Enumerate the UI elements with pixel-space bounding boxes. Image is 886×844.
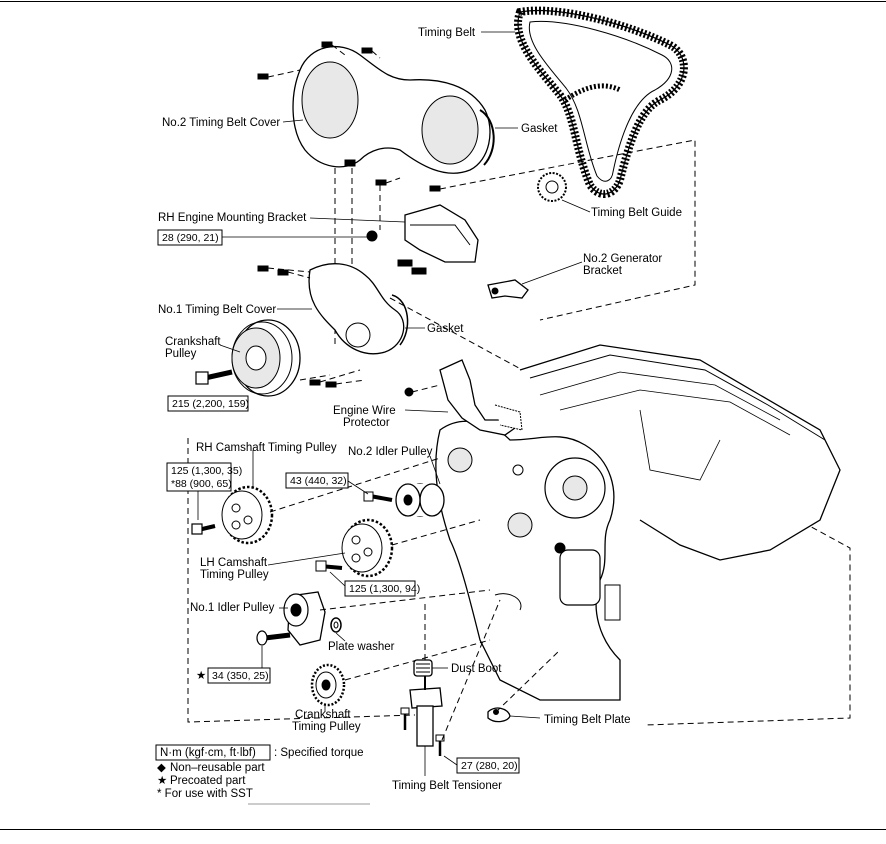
torque-125a-line1: 125 (1,300, 35)	[171, 465, 242, 477]
label-crankshaft-timing-pulley-l1: Crankshaft	[295, 709, 351, 721]
torque-34-text: 34 (350, 25)	[212, 670, 269, 682]
engine-block-part	[435, 344, 841, 701]
legend-precoated: Precoated part	[170, 775, 246, 787]
crankshaft-timing-pulley-part	[310, 663, 346, 707]
label-no1-idler-pulley: No.1 Idler Pulley	[190, 602, 275, 614]
label-timing-belt-guide: Timing Belt Guide	[591, 207, 682, 219]
dust-boot-part	[413, 659, 433, 677]
torque-box-43: 43 (440, 32)	[285, 472, 349, 489]
rh-engine-mounting-bracket-part	[366, 204, 479, 275]
label-engine-wire-protector-l1: Engine Wire	[333, 405, 396, 417]
legend-unit-text: N·m (kgf·cm, ft·lbf)	[160, 747, 256, 759]
no1-timing-belt-cover-part	[257, 263, 409, 388]
label-gasket-upper: Gasket	[521, 123, 558, 135]
label-timing-belt-plate: Timing Belt Plate	[544, 714, 631, 726]
no2-generator-bracket-part	[487, 279, 529, 299]
precoated-star-marker: ★	[196, 670, 206, 682]
torque-box-125-b: 125 (1,300, 94)	[344, 580, 420, 597]
torque-box-34: 34 (350, 25)	[207, 667, 271, 684]
label-lh-camshaft-timing-pulley-l1: LH Camshaft	[200, 557, 268, 569]
label-no2-generator-bracket-l2: Bracket	[583, 265, 623, 277]
timing-belt-part	[514, 6, 688, 198]
engine-wire-protector-part	[404, 359, 523, 436]
torque-215-text: 215 (2,200, 159)	[172, 398, 249, 410]
timing-belt-plate-part	[487, 707, 511, 723]
label-crankshaft-pulley-l1: Crankshaft	[165, 336, 221, 348]
label-no2-idler-pulley: No.2 Idler Pulley	[348, 446, 433, 458]
torque-125b-text: 125 (1,300, 94)	[349, 583, 420, 595]
crankshaft-pulley-part	[195, 319, 301, 397]
label-plate-washer: Plate washer	[328, 641, 395, 653]
label-no1-timing-belt-cover: No.1 Timing Belt Cover	[158, 304, 276, 316]
label-no2-generator-bracket-l1: No.2 Generator	[583, 253, 662, 265]
plate-washer-part	[330, 617, 342, 633]
torque-27-text: 27 (280, 20)	[461, 760, 518, 772]
torque-43-text: 43 (440, 32)	[290, 475, 347, 487]
label-crankshaft-pulley-l2: Pulley	[165, 348, 197, 360]
lh-camshaft-timing-pulley-part	[315, 518, 394, 578]
torque-box-28: 28 (290, 21)	[157, 229, 223, 246]
label-crankshaft-timing-pulley-l2: Timing Pulley	[292, 721, 361, 733]
label-engine-wire-protector-l2: Protector	[343, 417, 390, 429]
torque-box-215: 215 (2,200, 159)	[167, 395, 249, 412]
legend-unit-desc: : Specified torque	[274, 747, 364, 759]
legend-star-icon: ★	[157, 775, 167, 787]
label-timing-belt-tensioner: Timing Belt Tensioner	[392, 780, 502, 792]
torque-125a-line2: *88 (900, 65)	[171, 478, 232, 490]
label-no2-timing-belt-cover: No.2 Timing Belt Cover	[162, 117, 280, 129]
timing-belt-guide-part	[537, 172, 567, 202]
timing-belt-tensioner-part	[400, 676, 445, 756]
label-timing-belt: Timing Belt	[418, 27, 476, 39]
torque-box-27: 27 (280, 20)	[456, 757, 520, 774]
legend: N·m (kgf·cm, ft·lbf) : Specified torque …	[155, 744, 364, 800]
label-lh-camshaft-timing-pulley-l2: Timing Pulley	[200, 569, 269, 581]
label-dust-boot: Dust Boot	[451, 663, 502, 675]
legend-sst: * For use with SST	[157, 788, 253, 800]
no1-idler-pulley-part	[256, 591, 326, 646]
legend-non-reusable: Non–reusable part	[170, 762, 265, 774]
legend-unit-box	[155, 744, 271, 761]
torque-box-125-a: 125 (1,300, 35) *88 (900, 65)	[166, 462, 242, 492]
no2-timing-belt-cover-part	[292, 45, 495, 174]
label-gasket-lower: Gasket	[427, 323, 464, 335]
no2-idler-pulley-part	[363, 483, 445, 517]
rh-camshaft-timing-pulley-part	[191, 485, 274, 545]
legend-diamond-icon: ◆	[157, 762, 167, 774]
label-rh-engine-mounting-bracket: RH Engine Mounting Bracket	[158, 212, 307, 224]
torque-28-text: 28 (290, 21)	[162, 232, 219, 244]
label-rh-camshaft-timing-pulley: RH Camshaft Timing Pulley	[196, 442, 337, 454]
